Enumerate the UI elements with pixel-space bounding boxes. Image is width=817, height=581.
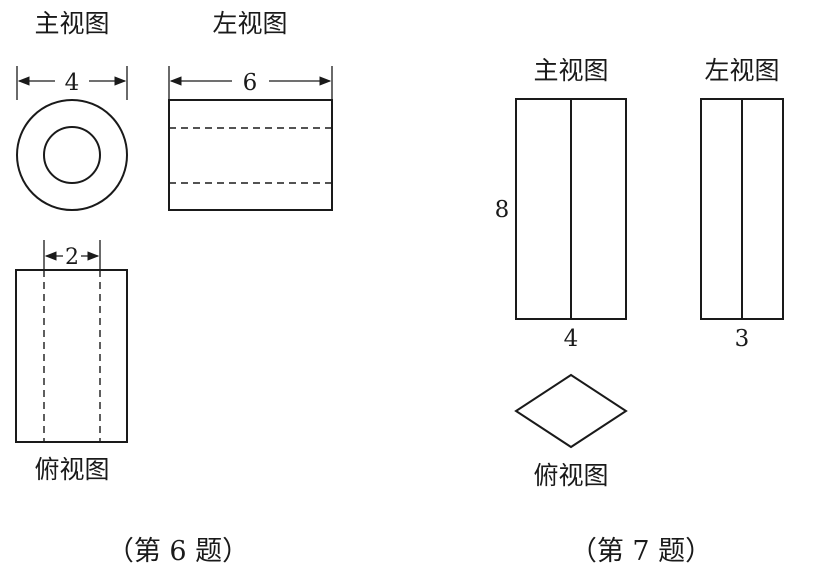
p6-left-view-label: 左视图 xyxy=(212,9,287,38)
p6-top-dim-label: 2 xyxy=(65,245,79,270)
p7-left-view-label: 左视图 xyxy=(704,56,779,85)
p6-front-inner-circle xyxy=(43,126,101,184)
p7-front-width-dim-label: 4 xyxy=(564,326,579,352)
p7-top-view-label: 俯视图 xyxy=(533,461,608,490)
p6-front-outer-circle xyxy=(16,99,128,211)
problem6-figure: 主视图 4 左视图 6 2 俯视图 （第 6 xyxy=(15,9,333,567)
p6-left-dim-label: 6 xyxy=(243,70,258,96)
p7-caption: （第 7 题） xyxy=(570,536,712,567)
p7-height-dim-label: 8 xyxy=(495,197,510,223)
p6-front-dim-label: 4 xyxy=(65,70,80,96)
problem7-figure: 主视图 8 4 左视图 3 俯视图 （第 7 题） xyxy=(495,56,784,567)
p6-top-view-label: 俯视图 xyxy=(34,455,109,484)
p7-left-width-dim-label: 3 xyxy=(735,326,750,352)
p6-caption: （第 6 题） xyxy=(107,536,249,567)
p6-front-view-label: 主视图 xyxy=(34,9,109,38)
p6-left-view-rect xyxy=(168,99,333,211)
p7-front-view-label: 主视图 xyxy=(533,56,608,85)
p7-top-view-rhombus xyxy=(514,373,628,449)
p6-top-view-rect xyxy=(15,269,128,443)
